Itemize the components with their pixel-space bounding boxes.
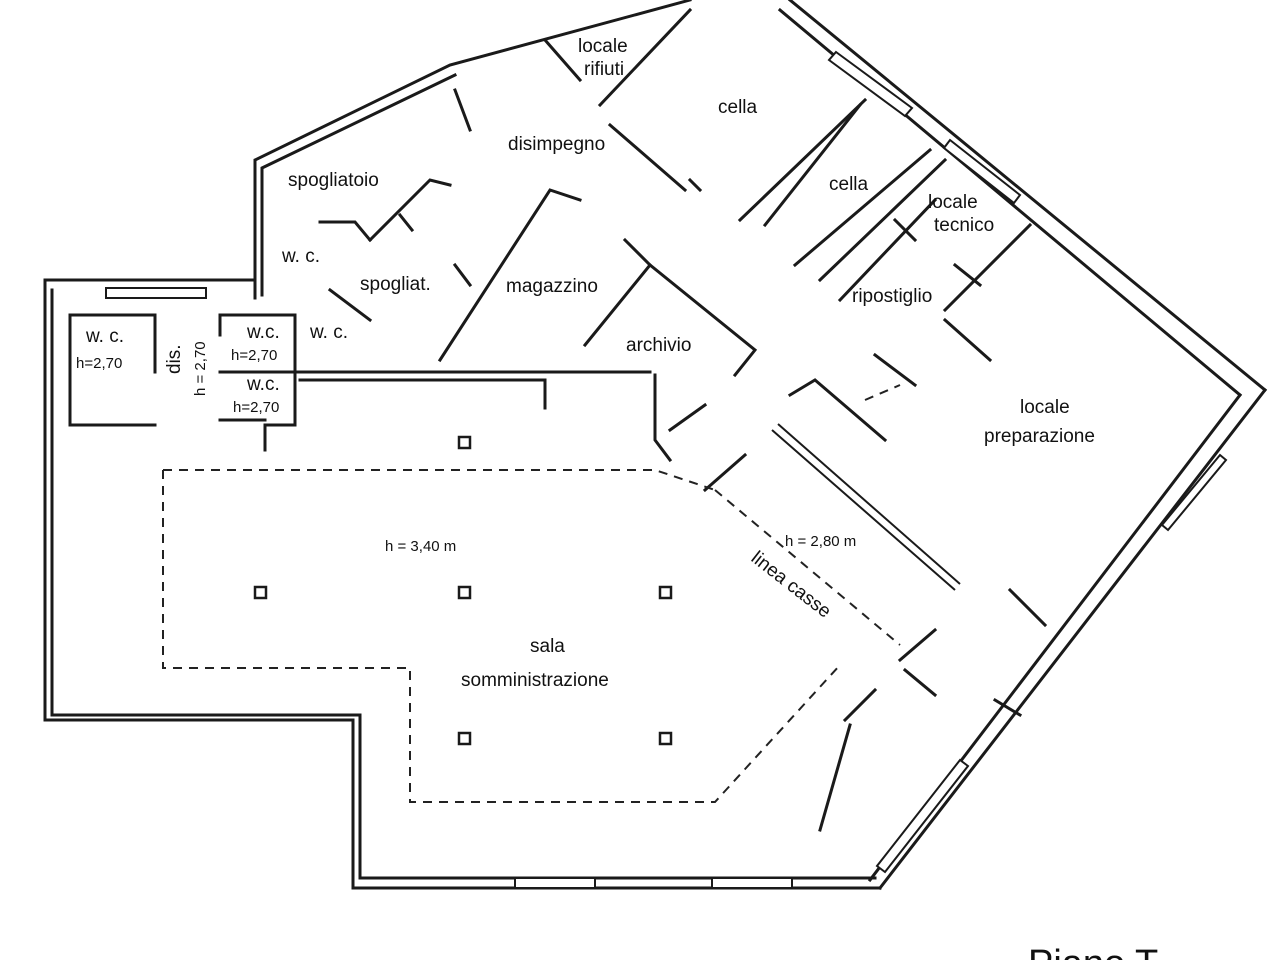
room-label-locale-rifiuti-2: rifiuti <box>584 59 624 80</box>
room-label-locale-preparazione-1: locale <box>1020 397 1070 418</box>
room-label-locale-rifiuti-1: locale <box>578 36 628 57</box>
dashed-lines <box>162 384 901 803</box>
room-label-archivio: archivio <box>626 335 691 356</box>
height-label-preparazione: h = 2,80 m <box>785 533 856 550</box>
floor-label: Piano T <box>1028 943 1158 960</box>
room-label-wc-1: w. c. <box>281 246 320 267</box>
pillars <box>253 435 673 746</box>
room-label-sala-1: sala <box>530 636 565 657</box>
room-label-disimpegno: disimpegno <box>508 134 605 155</box>
height-label-wc-mid-lower: h=2,70 <box>233 399 279 416</box>
windows <box>105 50 1228 889</box>
interior-walls <box>68 7 1048 832</box>
height-label-wc-mid-upper: h=2,70 <box>231 347 277 364</box>
height-labels: h=2,70 h = 2,70 h=2,70 h=2,70 h = 3,40 m… <box>76 341 856 555</box>
height-label-sala: h = 3,40 m <box>385 538 456 555</box>
room-label-magazzino: magazzino <box>506 276 598 297</box>
room-label-ripostiglio: ripostiglio <box>852 286 932 307</box>
height-label-wc-left: h=2,70 <box>76 355 122 372</box>
room-label-wc-4: w. c. <box>309 322 348 343</box>
room-label-cella-2: cella <box>829 174 869 195</box>
room-label-locale-tecnico-2: tecnico <box>934 215 994 236</box>
room-label-cella-1: cella <box>718 97 758 118</box>
room-label-wc-3: w.c. <box>246 322 280 343</box>
height-label-dis: h = 2,70 <box>192 341 209 396</box>
room-label-spogliatoio: spogliatoio <box>288 170 379 191</box>
room-label-locale-preparazione-2: preparazione <box>984 426 1095 447</box>
room-label-locale-tecnico-1: locale <box>928 192 978 213</box>
room-label-sala-2: somministrazione <box>461 670 609 691</box>
outer-walls <box>43 0 1268 891</box>
room-labels: locale rifiuti cella cella disimpegno sp… <box>85 36 1095 691</box>
room-label-dis: dis. <box>164 344 185 374</box>
room-label-wc-5: w.c. <box>246 374 280 395</box>
room-label-wc-2: w. c. <box>85 326 124 347</box>
linea-casse-label: linea casse <box>747 547 835 622</box>
room-label-spogliat: spogliat. <box>360 274 431 295</box>
